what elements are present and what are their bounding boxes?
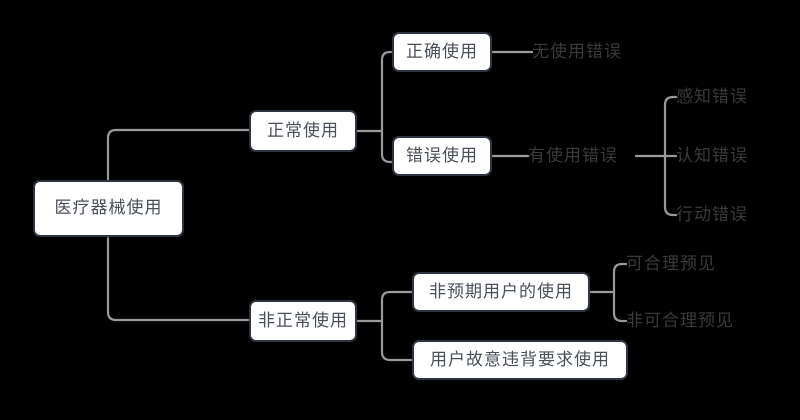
link-root-to-normal [106,128,251,182]
node-normal-use[interactable]: 正常使用 [249,110,357,152]
link-unintended-corner-top [612,262,628,274]
node-abnormal-use[interactable]: 非正常使用 [249,300,357,342]
leaf-action-error[interactable]: 行动错误 [676,204,748,225]
link-normal-corner-top [380,50,394,62]
link-haserror-corner-top [663,95,678,107]
link-abnormal-corner-bottom [380,350,414,362]
leaf-not-reasonably-foreseeable[interactable]: 非可合理预见 [626,310,734,331]
node-root[interactable]: 医疗器械使用 [33,180,184,237]
leaf-cognition-error[interactable]: 认知错误 [676,145,748,166]
leaf-no-use-error[interactable]: 无使用错误 [532,41,622,62]
node-correct-use[interactable]: 正确使用 [392,32,492,72]
link-normal-corner-bottom [380,152,394,164]
link-unintended-corner-bottom [612,311,628,323]
link-abnormal-corner-top [380,290,414,302]
node-deliberate-violation[interactable]: 用户故意违背要求使用 [412,340,628,380]
link-haserror-corner-bottom [663,205,678,217]
node-unintended-user[interactable]: 非预期用户的使用 [412,272,590,312]
leaf-has-use-error[interactable]: 有使用错误 [528,145,618,166]
link-root-to-abnormal [106,235,251,322]
node-wrong-use[interactable]: 错误使用 [392,136,492,176]
leaf-perception-error[interactable]: 感知错误 [676,86,748,107]
leaf-reasonably-foreseeable[interactable]: 可合理预见 [626,253,716,274]
